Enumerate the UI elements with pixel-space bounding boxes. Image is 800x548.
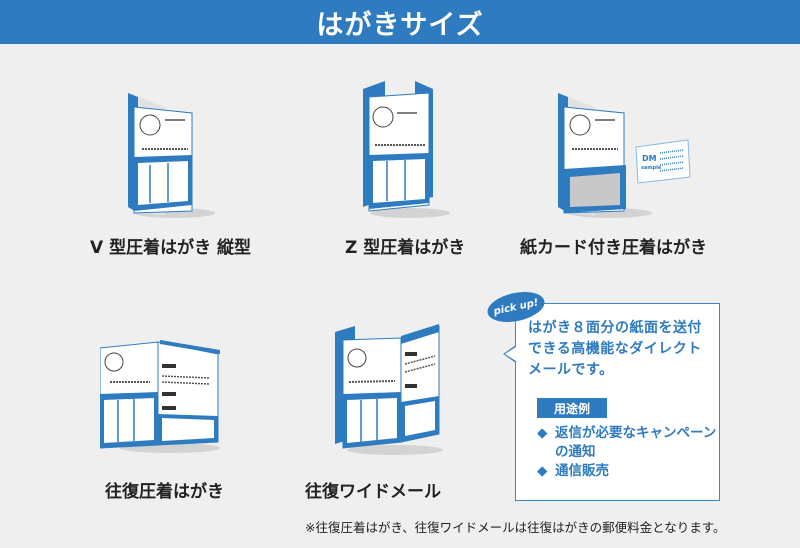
bubble-tail-inner [505, 347, 516, 361]
use-label: 用途例 [537, 398, 607, 418]
use-text: 返信が必要なキャンペーンの通知 [555, 425, 717, 460]
item-label: Z 型圧着はがき [345, 238, 466, 258]
header-bar: はがきサイズ [0, 0, 800, 44]
return-wide-mail-illustration [335, 324, 443, 455]
list-item: ◆ 通信販売 [537, 462, 717, 481]
sample-text: sample [641, 165, 662, 171]
use-list: ◆ 返信が必要なキャンペーンの通知 ◆ 通信販売 [537, 424, 717, 481]
page-title: はがきサイズ [316, 9, 484, 41]
item-label: V 型圧着はがき 縦型 [90, 238, 251, 258]
v-type-vertical-illustration [128, 93, 215, 218]
use-text: 通信販売 [555, 463, 609, 479]
callout-description: はがき８面分の紙面を送付できる高機能なダイレクトメールです。 [528, 320, 702, 378]
diamond-bullet-icon: ◆ [537, 463, 548, 479]
z-type-illustration [363, 81, 450, 218]
item-label: 紙カード付き圧着はがき [520, 238, 707, 258]
item-label: 往復ワイドメール [305, 482, 441, 502]
mail-text: MAIL [168, 347, 183, 354]
card-attached-illustration: DM sample [558, 93, 691, 218]
diamond-bullet-icon: ◆ [537, 425, 548, 441]
return-pressure-illustration: MAIL [100, 340, 220, 453]
footnote: ※往復圧着はがき、往復ワイドメールは往復はがきの郵便料金となります。 [305, 520, 726, 535]
list-item: ◆ 返信が必要なキャンペーンの通知 [537, 424, 717, 462]
dm-text: DM [642, 154, 657, 163]
item-label: 往復圧着はがき [105, 482, 224, 502]
